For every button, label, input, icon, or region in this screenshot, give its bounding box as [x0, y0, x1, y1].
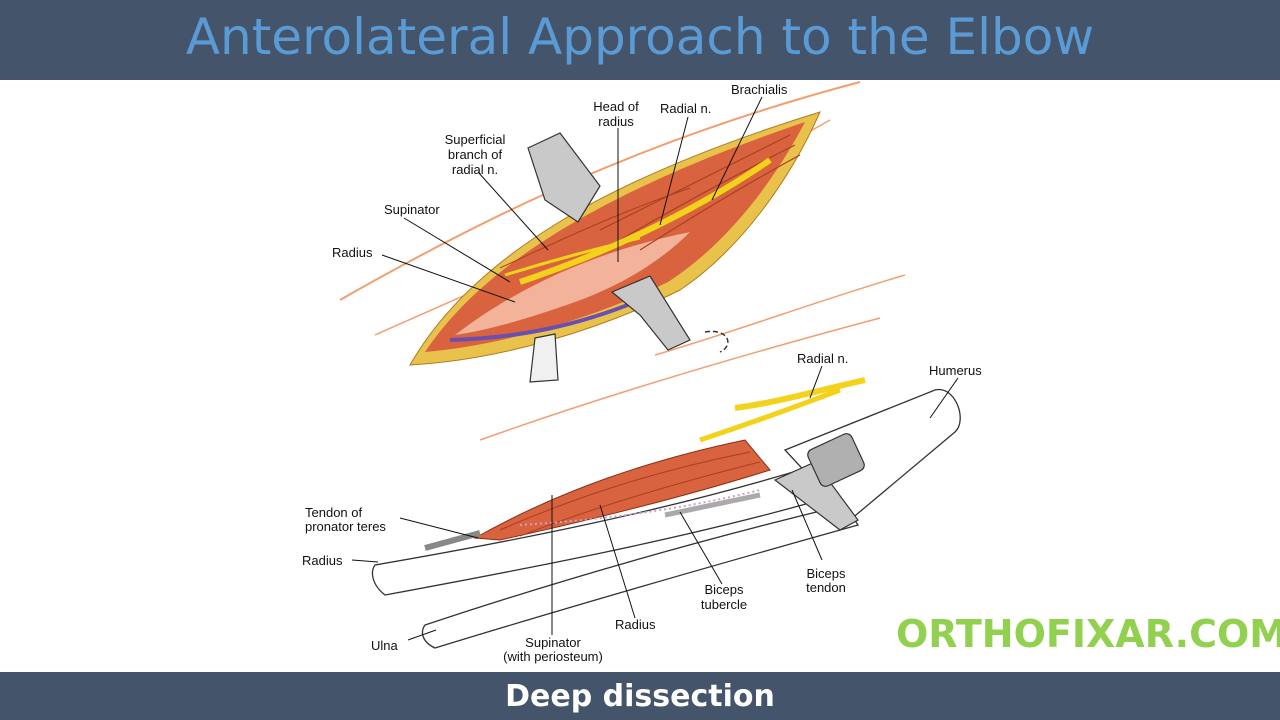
label-biceps-tendon-2: tendon: [806, 580, 846, 595]
label-radius-bottom-mid: Radius: [615, 617, 656, 632]
label-radius-top: Radius: [332, 245, 373, 260]
label-ulna: Ulna: [371, 638, 399, 653]
label-superficial-2: branch of: [448, 147, 503, 162]
title-bar: Anterolateral Approach to the Elbow: [0, 0, 1280, 80]
page-title: Anterolateral Approach to the Elbow: [185, 8, 1095, 66]
slide-caption: Deep dissection: [505, 678, 775, 714]
label-humerus: Humerus: [929, 363, 982, 378]
label-superficial-3: radial n.: [452, 162, 498, 177]
deep-dissection-drawing: [371, 377, 961, 649]
label-tendon-2: pronator teres: [305, 519, 386, 534]
label-supinator-top: Supinator: [384, 202, 440, 217]
site-watermark: ORTHOFIXAR.COM: [896, 612, 1280, 656]
label-biceps-tendon-1: Biceps: [806, 566, 846, 581]
label-radial-n-top: Radial n.: [660, 101, 711, 116]
label-biceps-tubercle-2: tubercle: [701, 597, 747, 612]
caption-bar: Deep dissection: [0, 672, 1280, 720]
label-radial-n-bottom: Radial n.: [797, 351, 848, 366]
label-head-of-radius-2: radius: [598, 114, 634, 129]
label-supinator-bottom-2: (with periosteum): [503, 649, 603, 664]
label-superficial-1: Superficial: [445, 132, 506, 147]
superficial-dissection-drawing: [339, 81, 906, 441]
label-biceps-tubercle-1: Biceps: [704, 582, 744, 597]
label-tendon-1: Tendon of: [305, 505, 362, 520]
label-supinator-bottom-1: Supinator: [525, 635, 581, 650]
label-leader-lines: [351, 96, 959, 641]
label-radius-bottom-left: Radius: [302, 553, 343, 568]
label-head-of-radius-1: Head of: [593, 99, 639, 114]
label-brachialis: Brachialis: [731, 82, 788, 97]
